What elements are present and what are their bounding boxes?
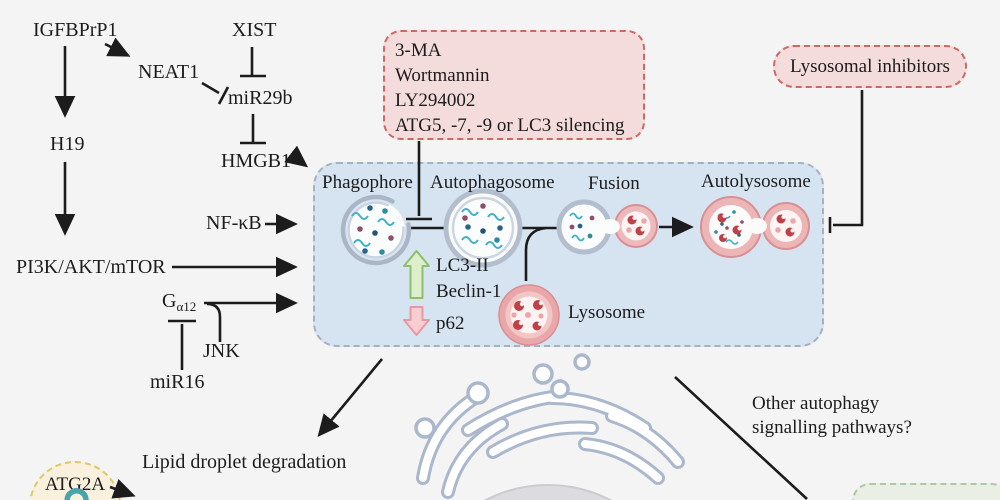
inhibitor-line: ATG5, -7, -9 or LC3 silencing xyxy=(395,115,625,136)
autophagosome-illustration xyxy=(443,188,523,268)
stage-fusion: Fusion xyxy=(588,173,640,194)
inhibitor-line: LY294002 xyxy=(395,90,476,111)
other-pathways-label: Other autophagy signalling pathways? xyxy=(752,392,912,440)
node-pi3k-akt-mtor: PI3K/AKT/mTOR xyxy=(16,256,166,278)
stage-autolysosome: Autolysosome xyxy=(701,171,811,192)
atg2a-label: ATG2A xyxy=(44,474,106,495)
upregulation-arrow-icon xyxy=(403,250,430,299)
lysosome-label: Lysosome xyxy=(568,302,646,323)
phagophore-illustration xyxy=(340,194,412,266)
cell-organelle-illustration xyxy=(414,353,685,500)
other-pathways-line1: Other autophagy xyxy=(752,393,880,414)
lysosome-illustration xyxy=(498,284,560,346)
autophagy-inhibitors-box: 3-MA Wortmannin LY294002 ATG5, -7, -9 or… xyxy=(383,30,645,140)
marker-p62: p62 xyxy=(436,313,465,334)
node-mir16: miR16 xyxy=(150,371,205,393)
inhibitor-line: 3-MA xyxy=(395,40,442,61)
node-mir29b: miR29b xyxy=(228,87,293,109)
marker-lc3-ii: LC3-II xyxy=(436,255,489,276)
node-h19: H19 xyxy=(50,133,85,155)
atg2a-protein-icon xyxy=(64,488,89,500)
fusion-illustration xyxy=(556,199,658,255)
node-igfbprp1: IGFBPrP1 xyxy=(33,19,118,41)
g-protein-subscript: α12 xyxy=(176,299,197,314)
node-g-alpha-12: Gα12 xyxy=(162,290,196,315)
pathway-arrows xyxy=(54,37,864,500)
node-xist: XIST xyxy=(232,19,277,41)
other-pathways-line2: signalling pathways? xyxy=(752,417,912,438)
node-hmgb1: HMGB1 xyxy=(221,150,292,172)
downregulation-arrow-icon xyxy=(403,306,430,336)
lipid-droplet-degradation-label: Lipid droplet degradation xyxy=(142,451,347,473)
lysosomal-inhibitors-box: Lysosomal inhibitors xyxy=(773,45,967,88)
g-protein-base: G xyxy=(162,290,177,312)
stage-phagophore: Phagophore xyxy=(322,172,413,193)
hsc-activation-label: HSC activation xyxy=(876,497,987,500)
node-nfkb: NF-κB xyxy=(206,212,262,234)
node-jnk: JNK xyxy=(203,340,240,362)
stage-autophagosome: Autophagosome xyxy=(430,172,555,193)
inhibitor-line: Wortmannin xyxy=(395,65,490,86)
node-neat1: NEAT1 xyxy=(138,61,200,83)
lysosomal-inhibitors-label: Lysosomal inhibitors xyxy=(790,55,950,77)
marker-beclin-1: Beclin-1 xyxy=(436,281,502,302)
autolysosome-illustration xyxy=(700,196,810,258)
